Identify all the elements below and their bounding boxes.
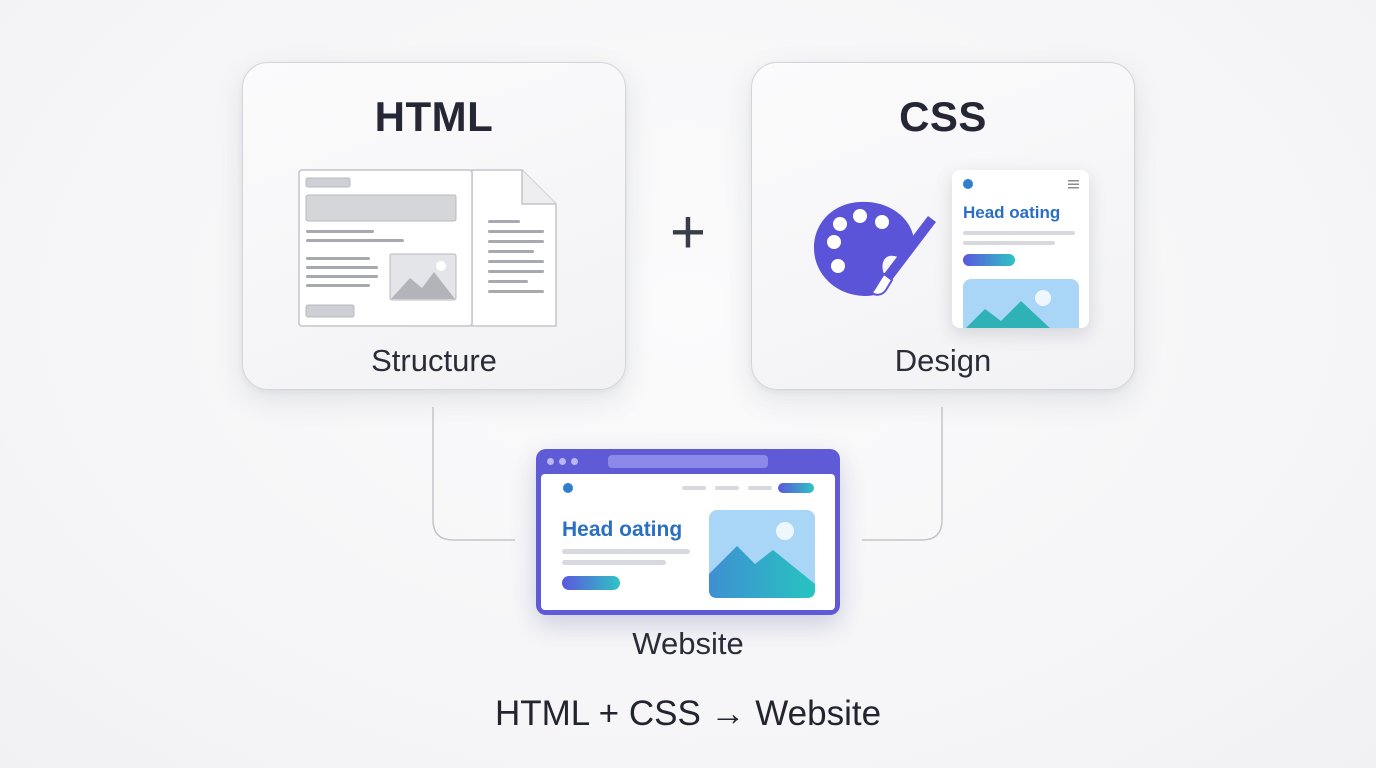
css-card-title: CSS [899, 93, 987, 140]
plus-operator: + [669, 198, 707, 267]
palette-icon [814, 201, 936, 296]
nav-cta-button [778, 483, 814, 493]
address-bar [608, 455, 768, 468]
menu-icon [1068, 180, 1079, 189]
html-card-title: HTML [374, 93, 494, 140]
equation-text: HTML + CSS → Website [494, 694, 882, 733]
window-dot [571, 458, 578, 465]
browser-viewport: Head oating [541, 474, 835, 610]
nav-link [715, 486, 739, 490]
css-preview-card: Head oating [952, 170, 1089, 328]
image-icon [389, 253, 457, 301]
document-icon [298, 169, 557, 327]
website-image-icon [709, 510, 815, 598]
css-card-caption: Design [894, 343, 992, 378]
website-cta-button [562, 576, 620, 590]
website-headline: Head oating [562, 518, 683, 541]
preview-cta-button [963, 254, 1015, 266]
site-logo-dot [563, 483, 573, 493]
window-dot [559, 458, 566, 465]
html-card-caption: Structure [371, 343, 497, 378]
nav-link [682, 486, 706, 490]
brush-icon [870, 216, 936, 296]
preview-headline: Head oating [963, 203, 1061, 222]
preview-image-icon [963, 279, 1079, 328]
window-dot [547, 458, 554, 465]
preview-logo-dot [963, 179, 973, 189]
browser-window-icon: Head oating [536, 449, 840, 615]
website-caption: Website [632, 626, 744, 661]
nav-link [748, 486, 772, 490]
